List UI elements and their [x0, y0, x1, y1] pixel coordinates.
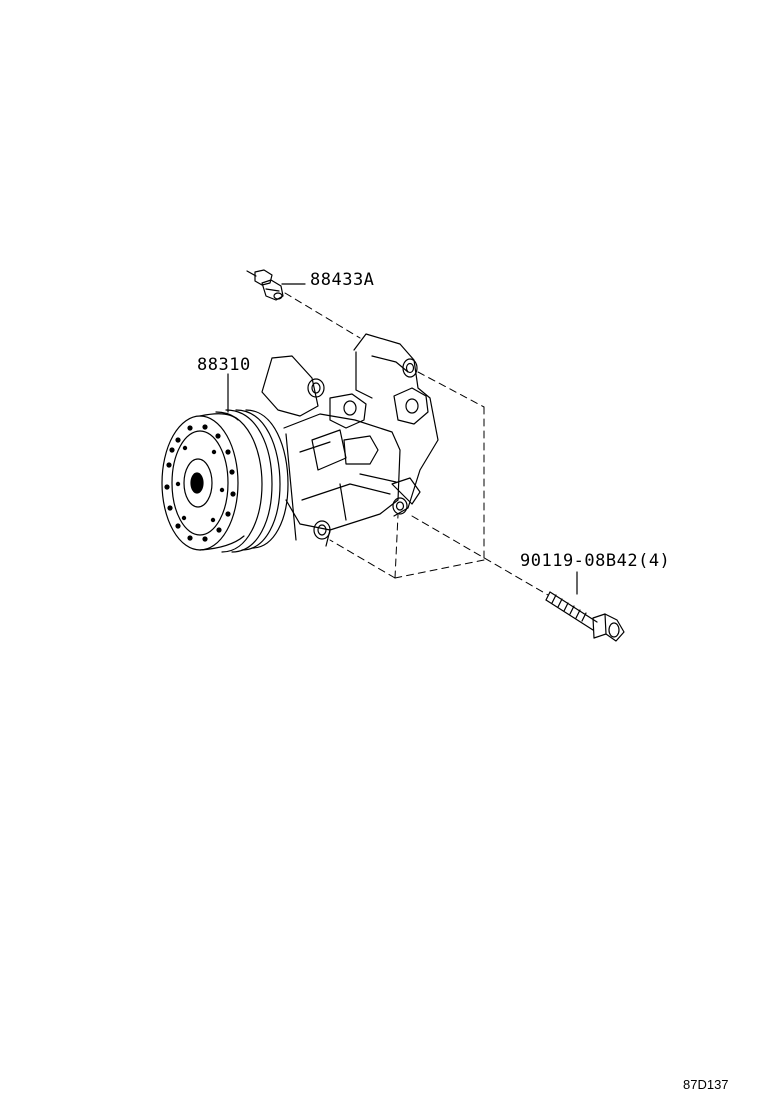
bolt-icon — [545, 571, 625, 642]
part-label-bolt[interactable]: 90119-08B42(4) — [520, 551, 671, 571]
ac-compressor-icon — [161, 333, 439, 553]
mounting-phantom-lines — [284, 292, 549, 596]
figure-id: 87D137 — [683, 1077, 729, 1092]
part-label-88310[interactable]: 88310 — [197, 355, 251, 375]
part-label-88433A[interactable]: 88433A — [310, 270, 375, 290]
pressure-switch-icon — [246, 269, 306, 301]
